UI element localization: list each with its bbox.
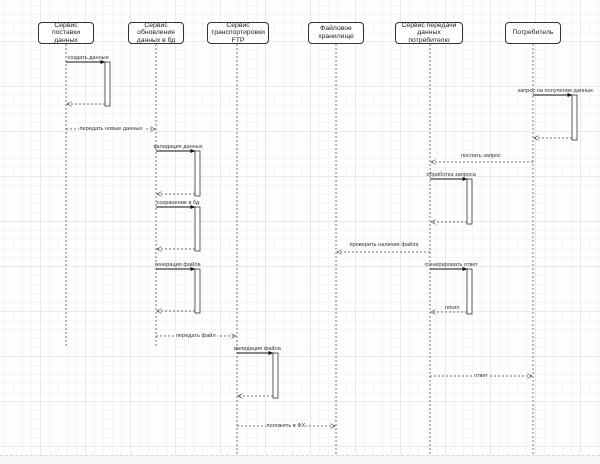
message-label-m2: передать новые данные [78,126,144,132]
participant-p2[interactable]: Сервис обновления данных в бд [128,22,184,44]
message-label-m3: валидация данных [153,144,203,150]
activation-m11[interactable] [466,178,473,225]
return-label-m13: return [445,305,460,311]
canvas-bottom-edge [0,455,600,464]
message-label-m1: создать данные [67,55,109,61]
message-label-m13: сгенерировать ответ [424,262,478,268]
activation-m7[interactable] [272,352,279,399]
message-label-m5: генерация файла [155,262,201,268]
message-label-m4: сохранение в бд [156,200,200,206]
message-label-m10: послать запрос [461,153,501,159]
message-label-m9: запрос на получение данных [517,88,593,94]
participant-p5[interactable]: Сервис передачи данных потребителю [395,22,463,44]
message-label-m11: обработка запроса [426,172,476,178]
activation-m5[interactable] [194,268,201,314]
message-label-m7: валидация файла [234,346,281,352]
message-label-m12: проверить наличие файла [349,242,419,248]
activation-m4[interactable] [194,206,201,252]
participant-p4[interactable]: Файловое хранилище [308,22,364,44]
participant-p3[interactable]: Сервис транспортировки FTP [207,22,269,44]
participant-p6[interactable]: Потребитель [505,22,561,44]
message-label-m6: передать файл [175,333,217,339]
message-label-m8: положить в ФХ [265,423,307,429]
message-label-m14: ответ [473,373,489,379]
participant-p1[interactable]: Сервис поставки данных [38,22,94,44]
activation-m13[interactable] [466,268,473,315]
activation-m9[interactable] [571,94,578,141]
activation-m3[interactable] [194,150,201,197]
activation-m1[interactable] [104,61,111,107]
